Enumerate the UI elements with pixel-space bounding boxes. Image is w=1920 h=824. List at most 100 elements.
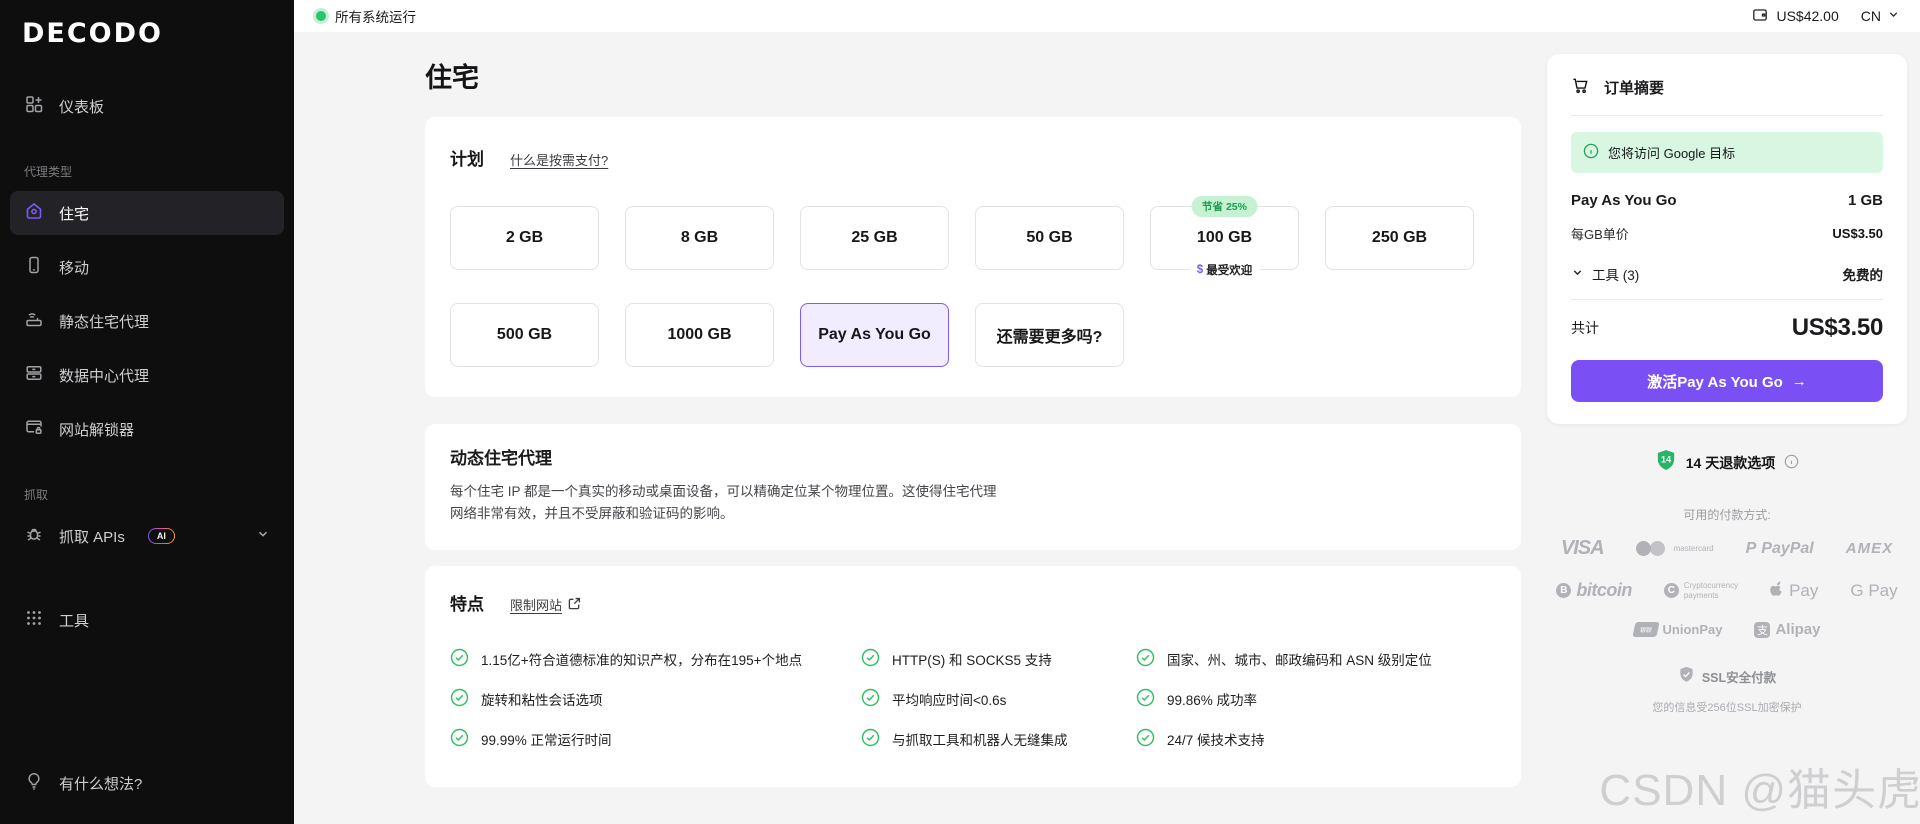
sidebar-item-label: 住宅 <box>59 205 90 223</box>
description-card: 动态住宅代理 每个住宅 IP 都是一个真实的移动或桌面设备，可以精确定位某个物理… <box>425 424 1521 551</box>
system-status[interactable]: 所有系统运行 <box>316 6 416 26</box>
sidebar-item-mobile[interactable]: 移动 <box>10 245 284 289</box>
description-body: 每个住宅 IP 都是一个真实的移动或桌面设备，可以精确定位某个物理位置。这使得住… <box>450 484 997 521</box>
sidebar-item-dashboard[interactable]: 仪表板 <box>10 84 284 128</box>
wallet-icon <box>1752 7 1768 26</box>
order-summary-card: 订单摘要 您将访问 Google 目标 Pay As You Go 1 GB 每 <box>1547 54 1907 424</box>
sidebar-item-label: 工具 <box>59 612 90 630</box>
router-icon <box>24 309 44 333</box>
sidebar-item-label: 数据中心代理 <box>59 367 150 385</box>
ssl-secure-row: SSL安全付款 <box>1547 666 1907 687</box>
bug-icon <box>24 524 44 548</box>
payg-explainer-link[interactable]: 什么是按需支付? <box>510 153 609 168</box>
locale-selector[interactable]: CN <box>1861 8 1900 24</box>
feature-item: 平均响应时间<0.6s <box>861 688 1136 709</box>
sidebar-item-tools[interactable]: 工具 <box>10 598 284 642</box>
cart-icon <box>1571 76 1590 99</box>
payment-methods: VISA mastercard P PayPal AMEX B bitcoin <box>1547 537 1907 638</box>
plans-heading: 计划 <box>450 150 484 169</box>
order-tools-row: 工具 (3) 免费的 <box>1571 264 1883 300</box>
unionpay-logo: 银联 UnionPay <box>1631 622 1722 637</box>
restricted-sites-link[interactable]: 限制网站 <box>510 595 581 614</box>
plan-button-8gb[interactable]: 8 GB <box>625 206 774 270</box>
tools-label: 工具 (3) <box>1592 268 1640 283</box>
plan-button-1000gb[interactable]: 1000 GB <box>625 303 774 367</box>
target-notice-text: 您将访问 Google 目标 <box>1608 146 1736 161</box>
sidebar-item-feedback[interactable]: 有什么想法? <box>10 761 284 805</box>
sidebar-section-scraping: 抓取 <box>24 488 49 502</box>
sidebar-item-residential[interactable]: 住宅 <box>10 191 284 235</box>
features-column-1: 1.15亿+符合道德标准的知识产权，分布在195+个地点 旋转和粘性会话选项 9… <box>450 648 861 749</box>
bitcoin-icon: B <box>1556 583 1572 598</box>
tools-expander[interactable]: 工具 (3) <box>1571 264 1639 284</box>
plan-button-250gb[interactable]: 250 GB <box>1325 206 1474 270</box>
plan-button-2gb[interactable]: 2 GB <box>450 206 599 270</box>
unit-price-label: 每GB单价 <box>1571 227 1629 242</box>
sidebar-item-label: 移动 <box>59 259 90 277</box>
sidebar-item-label: 静态住宅代理 <box>59 313 150 331</box>
info-circle-icon[interactable] <box>1784 454 1799 472</box>
dollar-icon: $ <box>1196 264 1204 276</box>
external-link-icon <box>568 597 581 613</box>
page-title: 住宅 <box>425 63 479 93</box>
feature-item: 与抓取工具和机器人无缝集成 <box>861 728 1136 749</box>
alipay-logo: 支 Alipay <box>1754 621 1820 638</box>
sidebar-item-label: 仪表板 <box>59 98 105 116</box>
activate-payg-button[interactable]: 激活Pay As You Go → <box>1571 360 1883 402</box>
feature-item: 24/7 候技术支持 <box>1136 728 1496 749</box>
decodo-logo: DECODO <box>22 18 163 49</box>
plan-button-500gb[interactable]: 500 GB <box>450 303 599 367</box>
plan-button-25gb[interactable]: 25 GB <box>800 206 949 270</box>
browser-lock-icon <box>24 417 44 441</box>
feature-item: 99.99% 正常运行时间 <box>450 728 861 749</box>
info-icon <box>1583 143 1599 162</box>
lightbulb-icon <box>24 771 44 795</box>
sidebar-item-scraping-apis[interactable]: 抓取 APIs AI <box>10 514 284 558</box>
wallet-balance[interactable]: US$42.00 <box>1752 7 1839 26</box>
sidebar-item-static-residential[interactable]: 静态住宅代理 <box>10 299 284 343</box>
plan-grid: 2 GB 8 GB 25 GB 50 GB 节省 25% 100 GB $ 最受… <box>450 196 1496 367</box>
tools-value: 免费的 <box>1842 268 1884 283</box>
unionpay-icon: 银联 <box>1631 622 1660 637</box>
plan-button-50gb[interactable]: 50 GB <box>975 206 1124 270</box>
sidebar-nav: 仪表板 代理类型 住宅 移动 <box>0 79 294 647</box>
order-plan-amount: 1 GB <box>1847 192 1883 209</box>
sidebar-item-label: 有什么想法? <box>59 775 143 793</box>
mastercard-circle-icon <box>1649 541 1665 556</box>
chevron-down-icon <box>256 527 270 545</box>
feature-item: 1.15亿+符合道德标准的知识产权，分布在195+个地点 <box>450 648 861 669</box>
status-dot <box>316 11 326 21</box>
sidebar-item-label: 网站解锁器 <box>59 421 135 439</box>
chevron-down-icon <box>1571 266 1584 282</box>
total-value: US$3.50 <box>1791 314 1884 341</box>
moneyback-label: 14 天退款选项 <box>1685 454 1776 471</box>
plan-button-100gb[interactable]: 节省 25% 100 GB $ 最受欢迎 <box>1150 196 1299 278</box>
locale-value: CN <box>1860 8 1881 24</box>
shield-check-icon <box>1678 666 1695 687</box>
sidebar-section-proxy-types: 代理类型 <box>24 165 73 179</box>
order-unit-row: 每GB单价 US$3.50 <box>1571 224 1883 243</box>
plan-button-need-more[interactable]: 还需要更多吗? <box>975 303 1124 367</box>
mastercard-circle-icon <box>1635 541 1651 556</box>
crypto-icon: C <box>1663 583 1679 598</box>
ai-badge: AI <box>148 528 175 544</box>
order-plan-row: Pay As You Go 1 GB <box>1571 192 1883 209</box>
save-badge: 节省 25% <box>1191 196 1258 217</box>
order-total-row: 共计 US$3.50 <box>1571 314 1883 342</box>
apple-icon <box>1770 580 1784 601</box>
description-heading: 动态住宅代理 <box>450 449 552 468</box>
feature-item: 国家、州、城市、邮政编码和 ASN 级别定位 <box>1136 648 1496 669</box>
target-notice: 您将访问 Google 目标 <box>1571 132 1883 173</box>
total-label: 共计 <box>1571 320 1599 336</box>
plans-card: 计划 什么是按需支付? 2 GB 8 GB 25 GB 50 GB 节省 25%… <box>425 117 1521 397</box>
grid-dots-icon <box>24 608 44 632</box>
moneyback-row: 14 14 天退款选项 <box>1547 449 1907 476</box>
sidebar-item-site-unblocker[interactable]: 网站解锁器 <box>10 407 284 451</box>
features-heading: 特点 <box>450 595 484 615</box>
sidebar-item-datacenter[interactable]: 数据中心代理 <box>10 353 284 397</box>
paypal-logo: P PayPal <box>1745 539 1814 557</box>
feature-item: 99.86% 成功率 <box>1136 688 1496 709</box>
main-area: 所有系统运行 US$42.00 CN 住宅 <box>294 0 1920 824</box>
unit-price-value: US$3.50 <box>1832 226 1883 241</box>
plan-button-payg[interactable]: Pay As You Go <box>800 303 949 367</box>
